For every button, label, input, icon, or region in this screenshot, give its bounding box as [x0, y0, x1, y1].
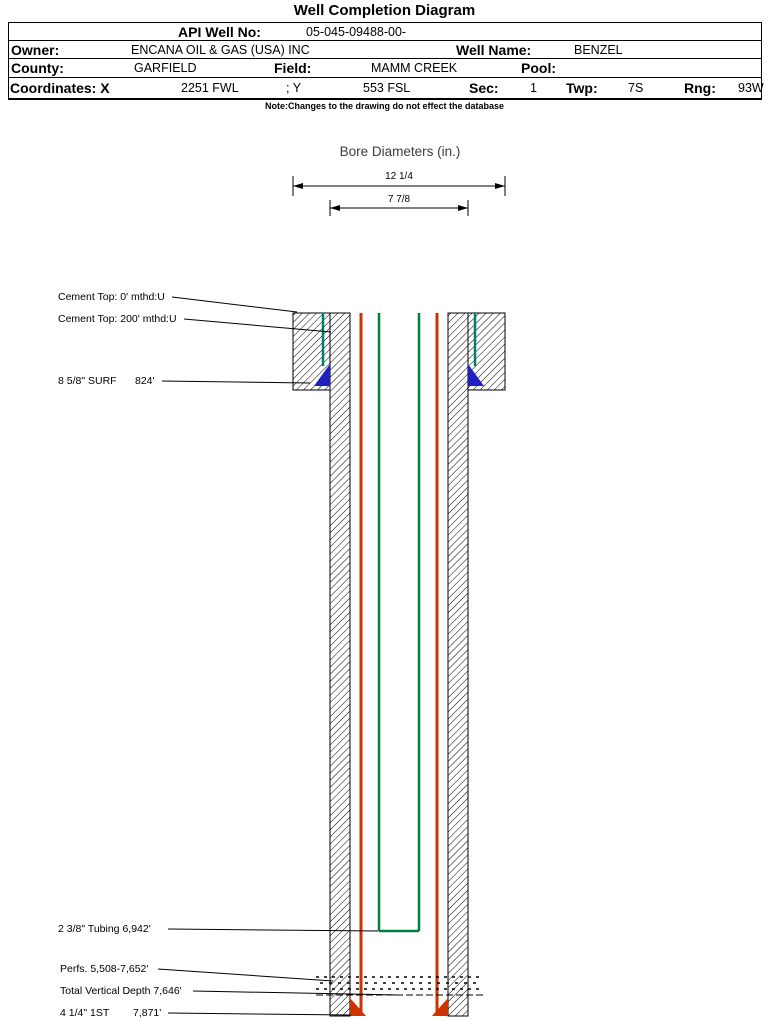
surface-shoe-left: [314, 364, 330, 386]
label-cement-top-0: Cement Top: 0' mthd:U: [58, 291, 165, 303]
field-label: Field:: [274, 60, 312, 76]
rng-label: Rng:: [684, 80, 716, 96]
label-liner-size: 4 1/4" 1ST: [60, 1007, 110, 1019]
county-value: GARFIELD: [134, 61, 197, 75]
label-tubing: 2 3/8" Tubing 6,942': [58, 923, 151, 935]
owner-value: ENCANA OIL & GAS (USA) INC: [131, 42, 310, 57]
bore-dim-12-14: 12 1/4: [292, 171, 506, 196]
api-label: API Well No:: [178, 23, 261, 40]
label-perfs: Perfs. 5,508-7,652': [60, 963, 149, 975]
leader-tubing: [167, 928, 379, 932]
note-text: Note:Changes to the drawing do not effec…: [264, 101, 505, 111]
pool-label: Pool:: [521, 60, 556, 76]
header-row-api: API Well No: 05-045-09488-00-: [9, 23, 761, 41]
field-value: MAMM CREEK: [371, 61, 458, 75]
page-title: Well Completion Diagram: [293, 2, 476, 19]
leader-perfs: [157, 968, 334, 982]
api-value: 05-045-09488-00-: [306, 24, 407, 39]
coordinates-x-value: 2251 FWL: [181, 81, 239, 95]
leader-cement-top-0: [171, 296, 298, 313]
casing-wall-left: [329, 312, 351, 1017]
dim2-arrow-left: [330, 205, 340, 211]
header-row-owner: Owner: ENCANA OIL & GAS (USA) INC Well N…: [9, 41, 761, 59]
label-surface-casing-depth: 824': [135, 375, 155, 387]
rng-value: 93W: [738, 81, 764, 95]
leader-cement-top-200: [183, 318, 332, 333]
liner-shoe-right: [432, 998, 448, 1016]
dim2-arrow-right: [458, 205, 468, 211]
label-surface-casing-size: 8 5/8" SURF: [58, 375, 117, 387]
wellbore: [292, 312, 506, 1017]
liner-shoe-left: [350, 998, 366, 1016]
coordinates-y-value: 553 FSL: [363, 81, 411, 95]
header-row-county: County: GARFIELD Field: MAMM CREEK Pool:: [9, 59, 761, 78]
header-row-coordinates: Coordinates: X 2251 FWL ; Y 553 FSL Sec:…: [9, 78, 764, 98]
sec-label: Sec:: [469, 80, 499, 96]
coordinates-y-label: ; Y: [286, 81, 302, 95]
county-label: County:: [11, 60, 64, 76]
bore-diameters-title: Bore Diameters (in.): [339, 144, 461, 159]
twp-value: 7S: [628, 81, 644, 95]
coordinates-label: Coordinates: X: [10, 80, 110, 96]
twp-label: Twp:: [566, 80, 598, 96]
label-liner-depth: 7,871': [133, 1007, 162, 1019]
label-tvd: Total Vertical Depth 7,646': [60, 985, 182, 997]
sec-value: 1: [530, 81, 537, 95]
label-cement-top-200: Cement Top: 200' mthd:U: [58, 313, 177, 325]
well-name-value: BENZEL: [574, 42, 623, 57]
leader-tvd: [192, 990, 400, 996]
leader-surface-casing: [161, 380, 311, 384]
owner-label: Owner:: [11, 41, 60, 58]
dim1-label: 12 1/4: [385, 171, 413, 182]
casing-wall-right: [447, 312, 469, 1017]
leader-liner: [167, 1012, 352, 1016]
well-header-table: API Well No: 05-045-09488-00- Owner: ENC…: [8, 22, 764, 100]
bore-dim-7-78: 7 7/8: [329, 194, 469, 216]
leader-lines: [157, 296, 400, 1016]
dim1-arrow-right: [495, 183, 505, 189]
dim1-arrow-left: [293, 183, 303, 189]
dim2-label: 7 7/8: [388, 194, 411, 205]
surface-shoe-right: [468, 364, 484, 386]
well-name-label: Well Name:: [456, 41, 532, 58]
